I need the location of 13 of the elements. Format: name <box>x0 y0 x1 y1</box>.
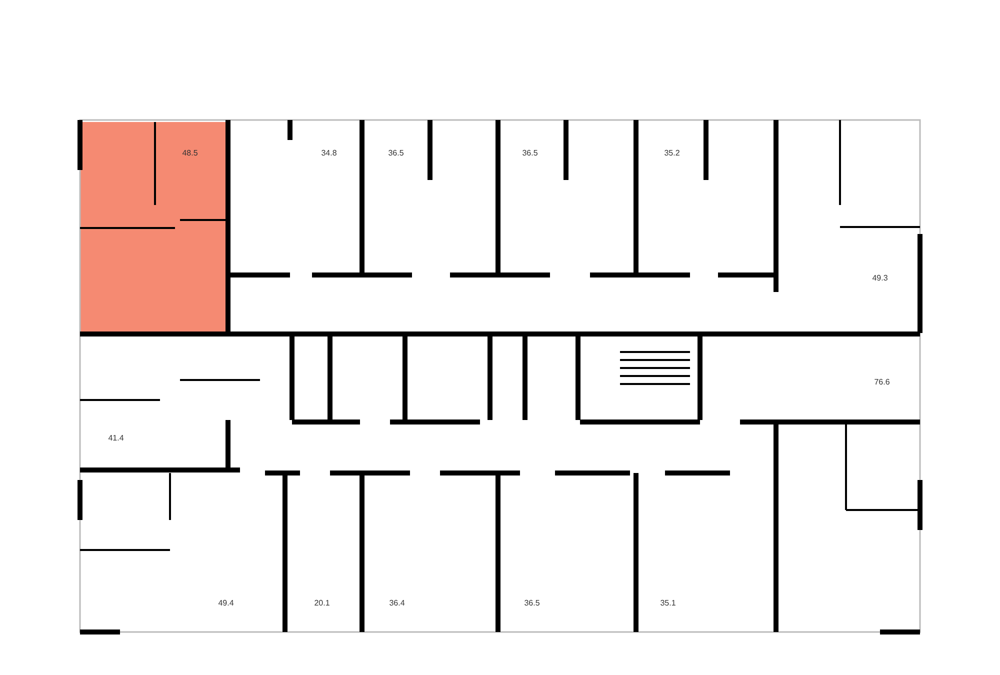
area-label: 41.4 <box>108 434 124 442</box>
area-label: 35.2 <box>664 148 680 158</box>
area-label: 36.5 <box>524 598 540 608</box>
area-label: 20.1 <box>314 598 330 608</box>
area-label: 36.5 <box>522 148 538 158</box>
area-label: 48.5 <box>182 148 198 158</box>
area-label: 76.6 <box>874 378 890 386</box>
area-label: 36.5 <box>388 148 404 158</box>
area-label: 49.3 <box>872 274 888 282</box>
area-label: 49.4 <box>218 598 234 608</box>
area-label: 35.1 <box>660 598 676 608</box>
area-label: 34.8 <box>321 148 337 158</box>
area-label: 36.4 <box>389 598 405 608</box>
